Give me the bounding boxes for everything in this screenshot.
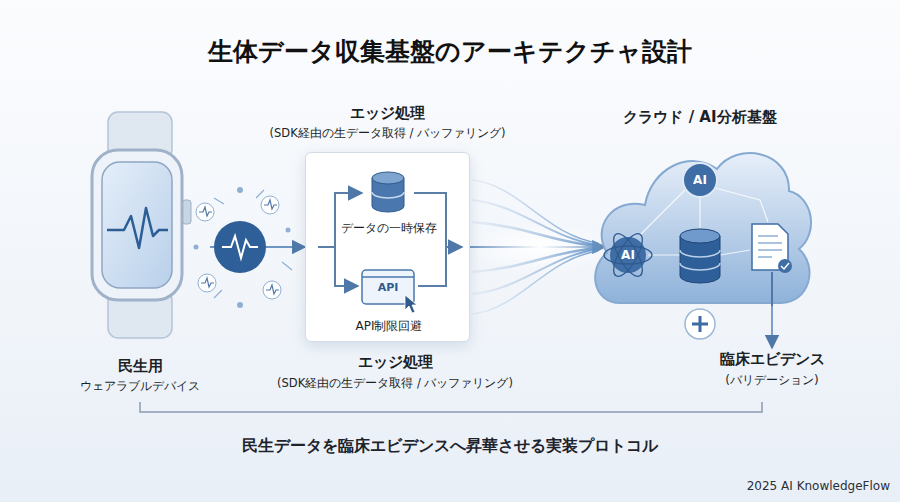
node-heading: クラウド / AI分析基盤 — [623, 108, 776, 128]
node-heading: 臨床エビデンス — [720, 350, 825, 370]
node-heading: 民生用 — [118, 357, 163, 377]
database-icon — [372, 172, 404, 212]
edge-processing-box: エッジ処理(SDK経由の生データ取得 / バッファリング)データの一時保存API… — [305, 152, 470, 342]
cloud-shape — [595, 153, 811, 303]
ai-badge: AI — [621, 248, 635, 262]
temp-storage-node: データの一時保存 — [334, 173, 444, 237]
internal-arrows — [318, 193, 462, 286]
data-flow-streaks — [470, 180, 610, 314]
smartwatch — [92, 112, 191, 338]
bracket — [140, 402, 762, 412]
flow-connector — [771, 304, 773, 348]
ai-node-icon — [683, 163, 717, 197]
caption-text: 民生データを臨床エビデンスへ昇華させる実装プロトコル — [0, 436, 900, 457]
diagram-title: 生体データ収集基盤のアーキテクチャ設計 — [0, 36, 900, 69]
api-limit-node: API制限回避 — [334, 263, 444, 335]
plus-badge — [685, 309, 715, 339]
cloud-database-icon — [680, 229, 720, 283]
api-window-icon — [362, 270, 417, 313]
cloud-outline — [585, 135, 815, 310]
section-heading: エッジ処理 — [358, 353, 433, 371]
wearable-device: 民生用ウェアラブルデバイス — [70, 110, 210, 395]
node-heading: エッジ処理 — [270, 104, 506, 124]
atom-icon — [604, 230, 652, 281]
ai-badge: AI — [693, 173, 707, 187]
document-icon — [752, 224, 792, 306]
flow-connector — [210, 246, 305, 248]
node-subtext: (バリデーション) — [725, 373, 818, 389]
section-subheading: (SDK経由の生データ取得 / バッファリング) — [277, 377, 513, 391]
flow-connector — [470, 246, 605, 248]
node-heading: データの一時保存 — [341, 221, 437, 237]
node-subtext: ウェアラブルデバイス — [80, 379, 200, 395]
clinical-evidence: 臨床エビデンス (バリデーション) — [697, 350, 847, 398]
node-heading: API制限回避 — [356, 319, 423, 335]
node-subtext: (SDK経由の生データ取得 / バッファリング) — [270, 126, 506, 141]
api-icon-text: API — [378, 281, 399, 294]
cloud-platform: クラウド / AI分析基盤 — [585, 135, 815, 310]
diagram-caption: 民生データを臨床エビデンスへ昇華させる実装プロトコル — [0, 436, 900, 457]
cloud-links — [640, 188, 768, 255]
watermark: 2025 AI KnowledgeFlow — [747, 479, 890, 493]
signal-cluster — [194, 187, 293, 308]
title-text: 生体データ収集基盤のアーキテクチャ設計 — [0, 36, 900, 69]
